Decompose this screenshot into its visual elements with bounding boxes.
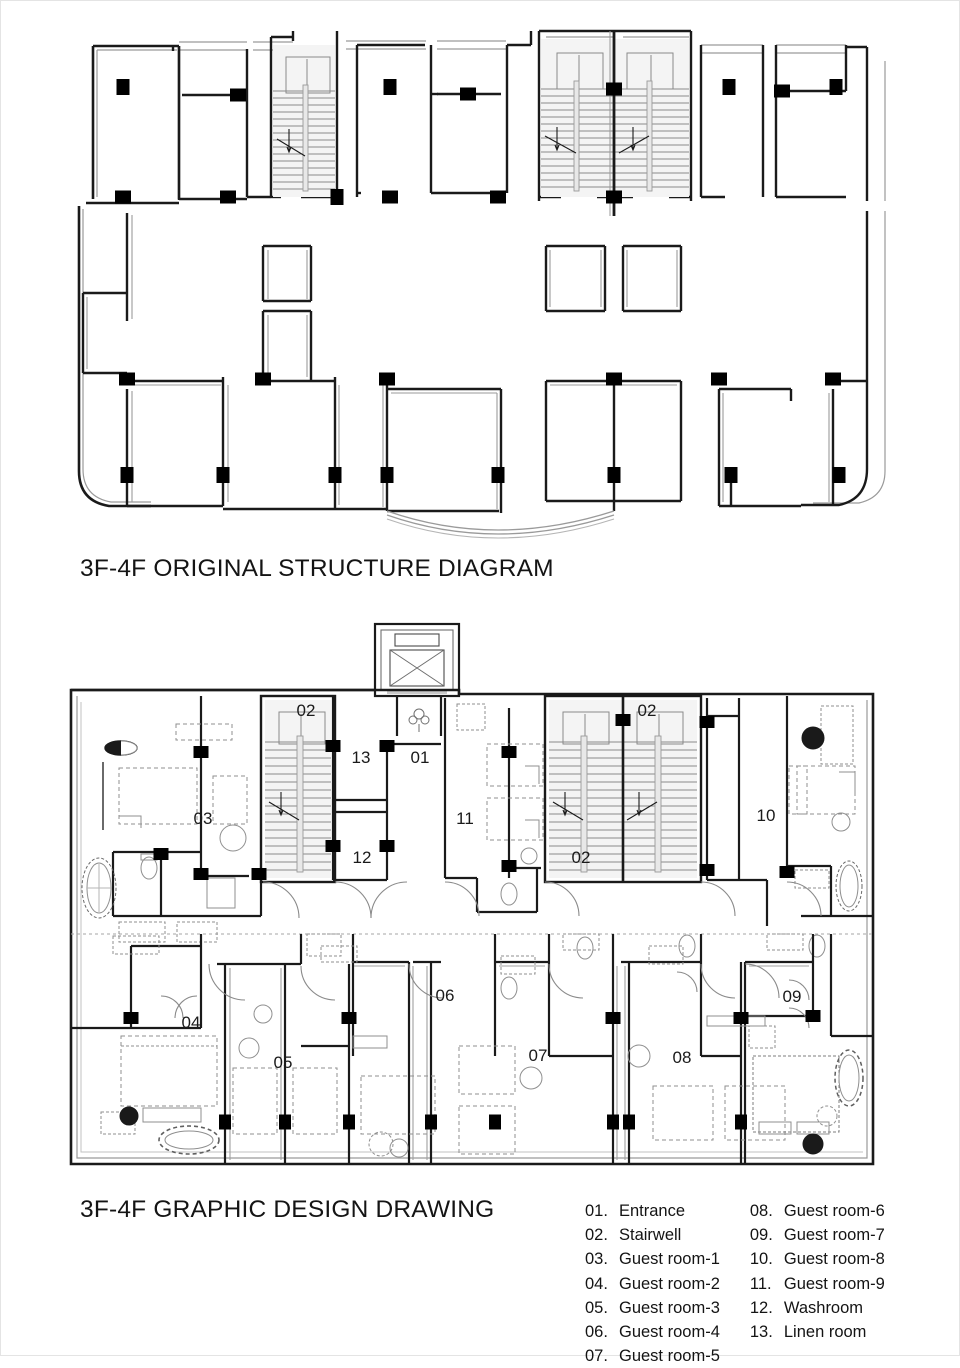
room-label: 10 xyxy=(756,806,776,825)
legend-number: 02. xyxy=(585,1226,608,1245)
door-swings xyxy=(160,881,822,1029)
structure-right-block xyxy=(699,45,869,507)
room-label: 04 xyxy=(181,1013,201,1032)
graphic-design-drawing xyxy=(69,622,875,1166)
legend-label: Guest room-3 xyxy=(619,1298,720,1317)
entrance-decor-icon xyxy=(408,708,430,732)
structure-outer-walls xyxy=(77,44,179,508)
room-label: 11 xyxy=(456,809,474,828)
structure-stair-double xyxy=(541,31,689,216)
legend-item: 06. Guest room-4 xyxy=(585,1320,720,1344)
room-label: 01 xyxy=(410,748,430,767)
legend-label: Guest room-9 xyxy=(783,1274,885,1293)
legend-label: Guest room-8 xyxy=(783,1250,885,1269)
legend-label: Entrance xyxy=(619,1202,686,1220)
stairwell-02-left xyxy=(259,694,337,884)
legend-item: 01. Entrance xyxy=(585,1199,720,1223)
room-label: 13 xyxy=(351,748,371,767)
structure-diagram-title: 3F-4F ORIGINAL STRUCTURE DIAGRAM xyxy=(80,555,554,582)
design-drawing-title: 3F-4F GRAPHIC DESIGN DRAWING xyxy=(80,1196,495,1223)
legend-number: 13. xyxy=(749,1323,773,1342)
room-03-walls xyxy=(111,696,263,918)
structure-thin-skin xyxy=(82,36,886,504)
legend-number: 12. xyxy=(749,1298,773,1317)
legend-item: 04. Guest room-2 xyxy=(585,1272,720,1296)
room-label: 03 xyxy=(193,809,213,828)
room-11-furniture xyxy=(456,703,544,906)
structure-lower-partitions xyxy=(81,213,867,513)
room-label: 06 xyxy=(435,986,455,1005)
legend-item: 07. Guest room-5 xyxy=(585,1344,720,1368)
rooms-13-12-walls xyxy=(331,696,443,882)
legend-number: 03. xyxy=(585,1250,608,1269)
room-label: 12 xyxy=(352,848,372,867)
legend-number: 04. xyxy=(585,1274,608,1293)
rooms-right-top-walls xyxy=(705,696,873,926)
legend-item: 05. Guest room-3 xyxy=(585,1296,720,1320)
legend-column-right: 08. Guest room-6 09. Guest room-7 10. Gu… xyxy=(750,1199,885,1368)
room-label: 02 xyxy=(571,848,591,867)
legend-label: Stairwell xyxy=(619,1226,682,1245)
legend-item: 10. Guest room-8 xyxy=(750,1247,885,1271)
legend-item: 11. Guest room-9 xyxy=(750,1272,885,1296)
room-11-walls xyxy=(443,698,541,914)
room-label: 05 xyxy=(273,1053,293,1072)
room-label: 08 xyxy=(672,1048,692,1067)
legend-number: 08. xyxy=(749,1202,773,1220)
room-03-furniture xyxy=(81,723,248,943)
legend-label: Washroom xyxy=(783,1298,864,1317)
structure-middle-block xyxy=(355,29,693,201)
legend-label: Guest room-2 xyxy=(619,1274,720,1293)
room-label: 07 xyxy=(528,1046,548,1065)
legend-label: Linen room xyxy=(783,1323,867,1342)
legend-label: Guest room-6 xyxy=(783,1202,885,1220)
structure-stair-left xyxy=(273,45,335,197)
room-label: 02 xyxy=(637,701,657,720)
legend-item: 09. Guest room-7 xyxy=(750,1223,885,1247)
structure-curved-balcony xyxy=(386,510,615,539)
legend-number: 06. xyxy=(585,1323,608,1342)
legend-item: 13. Linen room xyxy=(750,1320,885,1344)
rooms-lower-furniture xyxy=(100,933,864,1158)
legend-number: 09. xyxy=(749,1226,773,1245)
stairwell-02-double xyxy=(543,694,703,884)
legend-item: 12. Washroom xyxy=(750,1296,885,1320)
legend-number: 01. xyxy=(585,1202,608,1220)
room-label: 02 xyxy=(296,701,316,720)
room-legend: 01. Entrance 02. Stairwell 03. Guest roo… xyxy=(585,1199,885,1368)
legend-number: 07. xyxy=(585,1347,608,1366)
legend-label: Guest room-5 xyxy=(619,1347,720,1366)
room-label: 09 xyxy=(782,987,802,1006)
structure-columns xyxy=(115,79,846,483)
legend-item: 02. Stairwell xyxy=(585,1223,720,1247)
legend-label: Guest room-4 xyxy=(619,1323,720,1342)
legend-item: 08. Guest room-6 xyxy=(750,1199,885,1223)
legend-label: Guest room-7 xyxy=(783,1226,885,1245)
design-outer-shell xyxy=(69,688,875,1166)
legend-item: 03. Guest room-1 xyxy=(585,1247,720,1271)
legend-number: 05. xyxy=(585,1298,608,1317)
legend-label: Guest room-1 xyxy=(619,1250,720,1269)
elevator-shaft xyxy=(373,622,461,698)
structure-lower-thin xyxy=(86,215,830,509)
room-10-furniture xyxy=(788,705,863,958)
original-structure-diagram xyxy=(77,29,886,539)
legend-column-left: 01. Entrance 02. Stairwell 03. Guest roo… xyxy=(585,1199,720,1368)
legend-number: 11. xyxy=(749,1274,772,1293)
legend-number: 10. xyxy=(749,1250,773,1269)
